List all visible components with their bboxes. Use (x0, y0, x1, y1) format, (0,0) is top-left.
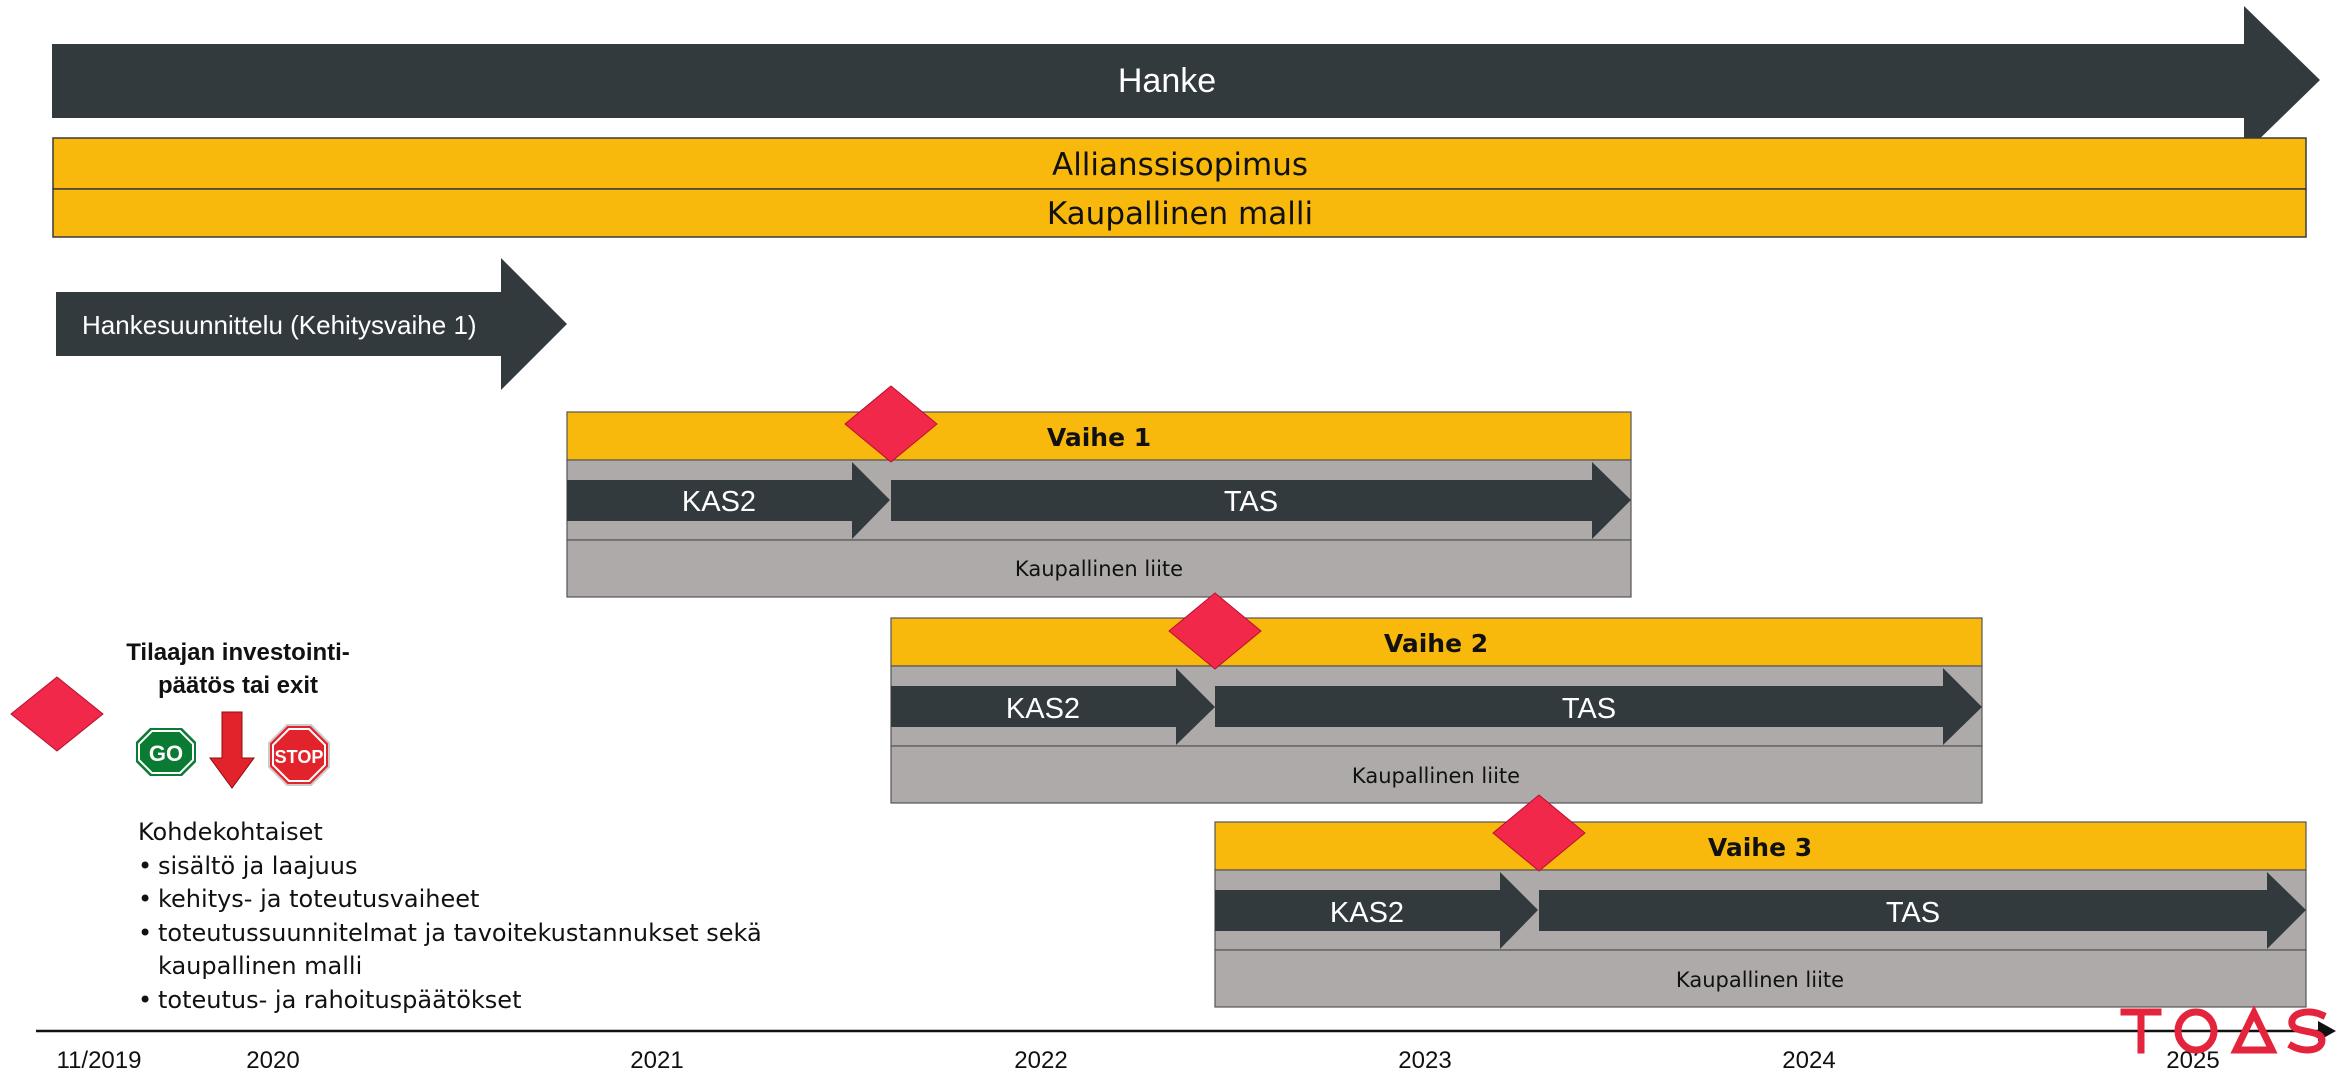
timeline-axis: 11/2019 2020 2021 2022 2023 2024 2025 (36, 1021, 2336, 1072)
timeline-label: 2020 (246, 1047, 299, 1072)
phase-1-kas: KAS2 (682, 486, 756, 518)
hanke-label: Hanke (1118, 62, 1216, 100)
decision-diamond-1 (844, 385, 938, 463)
timeline-label: 2023 (1398, 1047, 1451, 1072)
criteria-item-line1: toteutussuunnitelmat ja tavoitekustannuk… (158, 918, 762, 947)
down-arrow-icon (209, 711, 255, 789)
phase-3: Vaihe 3 KAS2 TAS Kaupallinen liite (1214, 794, 2307, 1008)
legend-title: Tilaajan investointi- päätös tai exit (118, 636, 358, 702)
stop-label: STOP (275, 747, 324, 767)
planning-arrow: Hankesuunnittelu (Kehitysvaihe 1) (56, 258, 567, 390)
stop-sign-icon: STOP (268, 724, 330, 786)
legend-title-line2: päätös tai exit (157, 672, 319, 699)
phase-1-liite: Kaupallinen liite (1015, 557, 1183, 581)
toas-logo (2120, 1004, 2327, 1054)
phase-2-title: Vaihe 2 (1384, 629, 1488, 658)
criteria-item: sisältö ja laajuus (138, 850, 778, 884)
legend: GO STOP (10, 676, 330, 789)
phase-1: Vaihe 1 KAS2 TAS Kaupallinen liite (566, 385, 1632, 598)
criteria-item: toteutussuunnitelmat ja tavoitekustannuk… (138, 917, 778, 984)
planning-label: Hankesuunnittelu (Kehitysvaihe 1) (82, 310, 477, 340)
go-label: GO (149, 741, 183, 766)
go-sign-icon: GO (136, 726, 196, 776)
criteria-heading: Kohdekohtaiset (138, 818, 323, 846)
timeline-label: 2022 (1014, 1047, 1067, 1072)
criteria-item-line2: kaupallinen malli (158, 952, 363, 980)
phase-2-kas: KAS2 (1006, 693, 1080, 725)
criteria-item: toteutus- ja rahoituspäätökset (138, 984, 778, 1018)
criteria-item: kehitys- ja toteutusvaiheet (138, 883, 778, 917)
alliance-band: Allianssisopimus (52, 137, 2307, 190)
timeline-label: 11/2019 (57, 1047, 142, 1072)
phase-2-tas: TAS (1562, 693, 1616, 725)
commercial-label: Kaupallinen malli (1047, 196, 1313, 232)
decision-diamond-2 (1168, 592, 1262, 670)
phase-3-tas: TAS (1886, 897, 1940, 929)
phase-2-liite: Kaupallinen liite (1352, 764, 1520, 788)
timeline-label: 2021 (630, 1047, 683, 1072)
commercial-band: Kaupallinen malli (52, 188, 2307, 238)
phase-1-title: Vaihe 1 (1047, 423, 1151, 452)
phase-1-tas: TAS (1224, 486, 1278, 518)
phase-2: Vaihe 2 KAS2 TAS Kaupallinen liite (890, 592, 1983, 804)
legend-diamond (10, 676, 104, 752)
decision-diamond-3 (1492, 794, 1586, 872)
phase-3-kas: KAS2 (1330, 897, 1404, 929)
legend-title-line1: Tilaajan investointi- (126, 639, 350, 666)
criteria-list: Kohdekohtaiset sisältö ja laajuus kehity… (138, 816, 778, 1017)
timeline-label: 2024 (1782, 1047, 1835, 1072)
phase-3-liite: Kaupallinen liite (1676, 968, 1844, 992)
hanke-arrow: Hanke (52, 6, 2320, 154)
alliance-label: Allianssisopimus (1052, 147, 1308, 183)
phase-3-title: Vaihe 3 (1708, 833, 1812, 862)
